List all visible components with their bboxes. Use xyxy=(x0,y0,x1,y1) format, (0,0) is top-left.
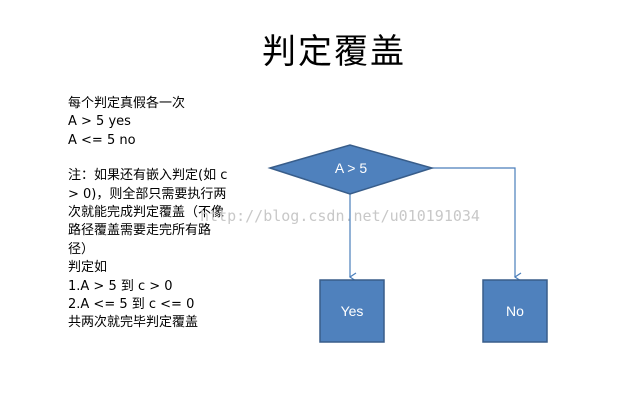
rule-line: 每个判定真假各一次 xyxy=(68,96,186,111)
yes-label: Yes xyxy=(341,303,364,319)
note-paragraph: 注：如果还有嵌入判定(如 c > 0)，则全部只需要执行两次就能完成判定覆盖（不… xyxy=(68,168,228,257)
false-branch-line: A <= 5 no xyxy=(68,132,136,148)
yes-box xyxy=(319,279,385,343)
case-1: 1.A > 5 到 c > 0 xyxy=(68,278,173,294)
watermark: http://blog.csdn.net/u010191034 xyxy=(200,207,480,225)
case-2: 2.A <= 5 到 c <= 0 xyxy=(68,297,195,313)
true-branch-line: A > 5 yes xyxy=(68,114,131,130)
summary-line: 共两次就完毕判定覆盖 xyxy=(68,315,199,331)
no-box xyxy=(482,279,548,343)
judge-label: 判定如 xyxy=(68,260,108,276)
no-label: No xyxy=(506,303,524,319)
page-title: 判定覆盖 xyxy=(262,32,406,72)
decision-diamond xyxy=(267,144,435,195)
notes-panel: 每个判定真假各一次 A > 5 yes A <= 5 no 注：如果还有嵌入判定… xyxy=(68,95,230,333)
decision-label: A > 5 xyxy=(335,160,368,176)
no-connector xyxy=(432,167,522,282)
